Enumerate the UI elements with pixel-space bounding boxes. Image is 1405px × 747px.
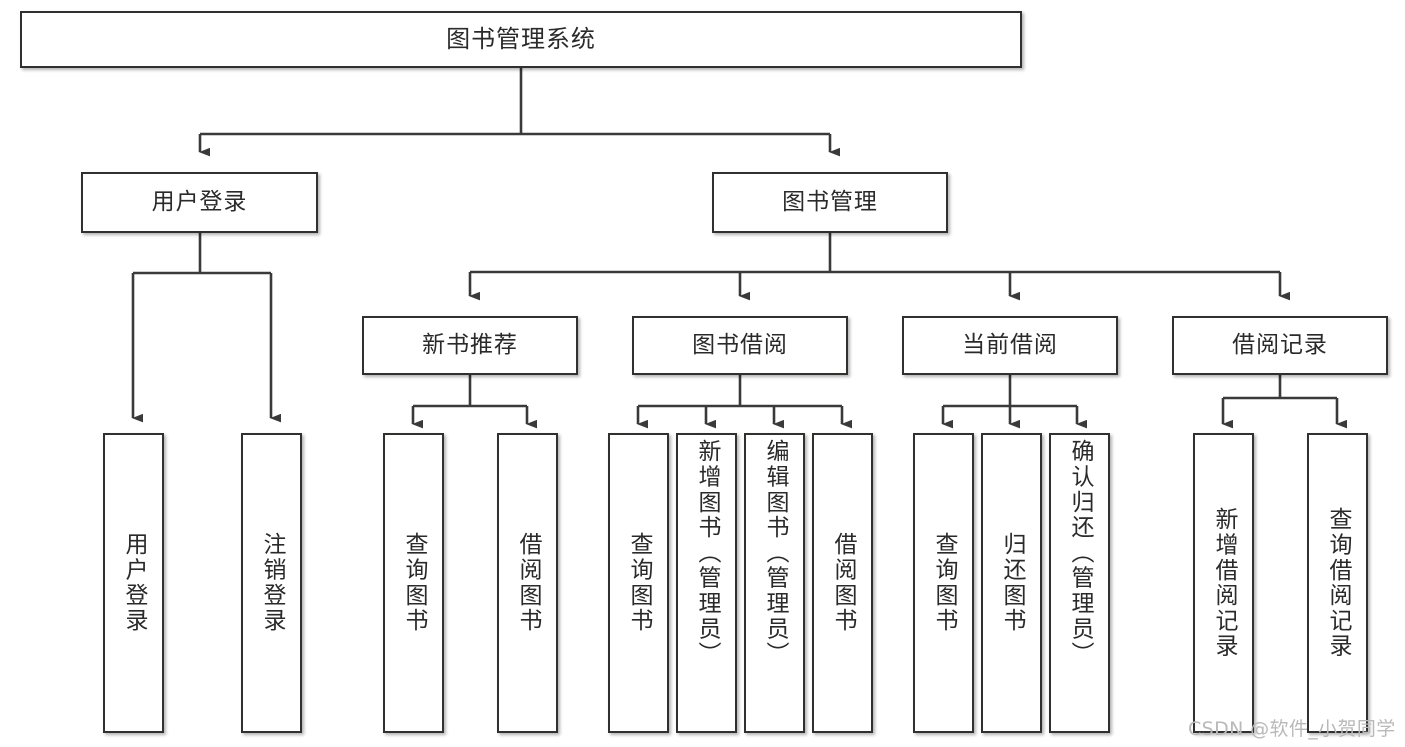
- node-leaf-borrow-book-1-label: 借阅图书: [515, 532, 541, 634]
- node-leaf-return-book[interactable]: 归还图书: [981, 433, 1042, 733]
- node-book-borrow-label: 图书借阅: [692, 331, 788, 358]
- node-book-manage[interactable]: 图书管理: [712, 172, 948, 233]
- csdn-watermark: CSDN @软件_小贺同学: [1188, 718, 1396, 740]
- node-leaf-edit-book[interactable]: 编辑图书（管理员）: [744, 433, 805, 733]
- node-current-borrow-label: 当前借阅: [962, 331, 1058, 358]
- node-leaf-user-login[interactable]: 用户登录: [103, 433, 164, 733]
- node-leaf-query-book-2-label: 查询图书: [626, 532, 652, 634]
- node-leaf-confirm-return[interactable]: 确认归还（管理员）: [1049, 433, 1110, 733]
- node-current-borrow[interactable]: 当前借阅: [902, 316, 1118, 375]
- node-user-login-label: 用户登录: [151, 188, 248, 215]
- node-new-book-rec-label: 新书推荐: [422, 331, 518, 358]
- node-leaf-query-record[interactable]: 查询借阅记录: [1307, 433, 1368, 733]
- node-leaf-logout-login-label: 注销登录: [259, 532, 285, 634]
- node-borrow-record[interactable]: 借阅记录: [1172, 316, 1388, 375]
- node-leaf-add-record[interactable]: 新增借阅记录: [1193, 433, 1254, 733]
- node-leaf-edit-book-label: 编辑图书（管理员）: [762, 439, 788, 667]
- node-leaf-query-book-1[interactable]: 查询图书: [383, 433, 444, 733]
- node-leaf-add-book[interactable]: 新增图书（管理员）: [676, 433, 737, 733]
- node-new-book-rec[interactable]: 新书推荐: [362, 316, 578, 375]
- node-book-manage-label: 图书管理: [782, 188, 878, 215]
- node-leaf-borrow-book-1[interactable]: 借阅图书: [497, 433, 558, 733]
- node-leaf-query-book-2[interactable]: 查询图书: [608, 433, 669, 733]
- node-root-label: 图书管理系统: [446, 25, 596, 54]
- node-root[interactable]: 图书管理系统: [20, 11, 1022, 68]
- node-leaf-add-record-label: 新增借阅记录: [1211, 507, 1237, 659]
- node-leaf-return-book-label: 归还图书: [999, 532, 1025, 634]
- node-leaf-user-login-label: 用户登录: [121, 532, 147, 634]
- node-leaf-query-book-3-label: 查询图书: [931, 532, 957, 634]
- node-leaf-query-book-3[interactable]: 查询图书: [913, 433, 974, 733]
- node-leaf-add-book-label: 新增图书（管理员）: [694, 439, 720, 667]
- node-leaf-borrow-book-2[interactable]: 借阅图书: [812, 433, 873, 733]
- node-leaf-borrow-book-2-label: 借阅图书: [830, 532, 856, 634]
- node-leaf-query-book-1-label: 查询图书: [401, 532, 427, 634]
- node-book-borrow[interactable]: 图书借阅: [632, 316, 848, 375]
- node-user-login[interactable]: 用户登录: [81, 172, 318, 233]
- node-leaf-logout-login[interactable]: 注销登录: [241, 433, 302, 733]
- node-leaf-query-record-label: 查询借阅记录: [1325, 507, 1351, 659]
- node-borrow-record-label: 借阅记录: [1232, 331, 1328, 358]
- node-leaf-confirm-return-label: 确认归还（管理员）: [1067, 439, 1093, 667]
